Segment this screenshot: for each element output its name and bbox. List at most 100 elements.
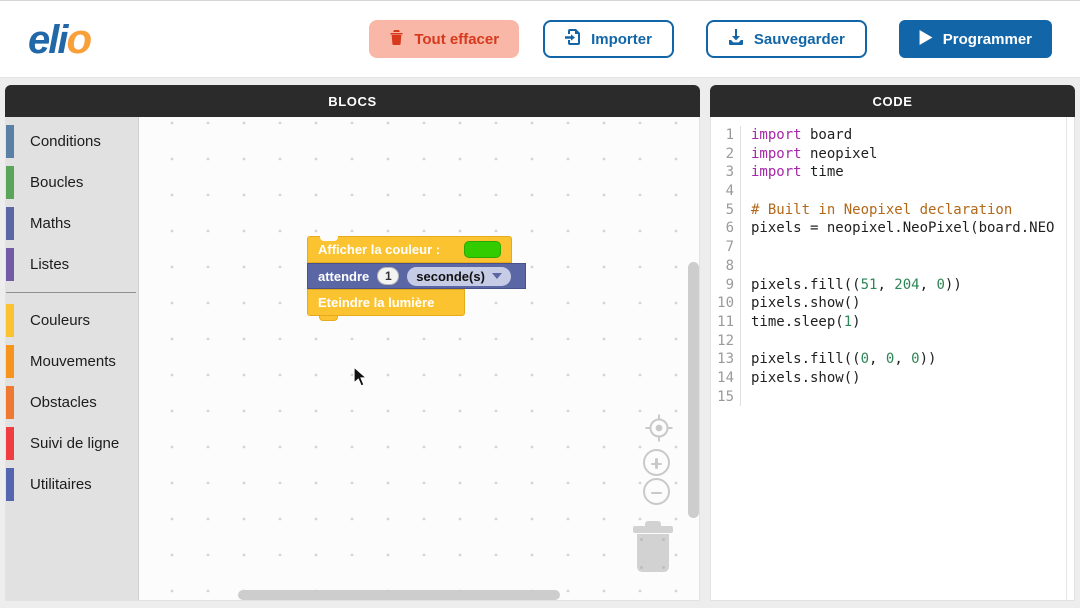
zoom-out-button[interactable] bbox=[643, 478, 670, 505]
category-color-bar bbox=[6, 427, 14, 460]
download-icon bbox=[728, 29, 744, 49]
toolbox-category-couleurs[interactable]: Couleurs bbox=[6, 300, 138, 341]
toolbox-category-maths[interactable]: Maths bbox=[6, 203, 138, 244]
play-icon bbox=[919, 29, 933, 49]
code-text: pixels.fill((0, 0, 0)) bbox=[751, 351, 937, 368]
file-import-icon bbox=[565, 29, 581, 49]
code-text: pixels = neopixel.NeoPixel(board.NEO bbox=[751, 220, 1055, 237]
code-text bbox=[741, 388, 751, 407]
clear-all-button[interactable]: Tout effacer bbox=[369, 20, 520, 58]
category-color-bar bbox=[6, 304, 14, 337]
category-color-bar bbox=[6, 125, 14, 158]
save-label: Sauvegarder bbox=[753, 30, 845, 48]
workspace-horizontal-scrollbar[interactable] bbox=[238, 590, 560, 600]
code-text bbox=[741, 332, 751, 351]
app-header: elio Tout effacer Importer Sauvegarder P… bbox=[0, 0, 1080, 78]
category-color-bar bbox=[6, 207, 14, 240]
line-number: 8 bbox=[711, 256, 741, 276]
block-wait-label: attendre bbox=[318, 268, 370, 284]
code-line: 14 pixels.show() bbox=[711, 368, 1074, 388]
program-label: Programmer bbox=[942, 30, 1032, 48]
code-panel-header: CODE bbox=[710, 85, 1075, 117]
code-text: import board bbox=[751, 127, 853, 143]
toolbox-category-conditions[interactable]: Conditions bbox=[6, 121, 138, 162]
trash-can-icon bbox=[637, 534, 669, 572]
code-text: time.sleep(1) bbox=[751, 313, 861, 330]
category-label: Mouvements bbox=[30, 353, 116, 370]
code-scrollbar-track bbox=[1066, 117, 1074, 600]
workspace-vertical-scrollbar[interactable] bbox=[688, 262, 699, 518]
category-label: Utilitaires bbox=[30, 476, 92, 493]
category-label: Couleurs bbox=[30, 312, 91, 329]
import-label: Importer bbox=[591, 30, 652, 48]
toolbox-category-suivi-de-ligne[interactable]: Suivi de ligne bbox=[6, 423, 138, 464]
line-number: 1 bbox=[711, 126, 741, 145]
blocks-panel-title: BLOCS bbox=[328, 93, 377, 109]
save-button[interactable]: Sauvegarder bbox=[705, 20, 867, 58]
program-button[interactable]: Programmer bbox=[898, 20, 1052, 58]
code-text bbox=[741, 182, 751, 201]
code-line: 5 # Built in Neopixel declaration bbox=[711, 200, 1074, 220]
wait-value-field[interactable]: 1 bbox=[377, 267, 400, 285]
code-text: # Built in Neopixel declaration bbox=[751, 201, 1013, 218]
category-label: Maths bbox=[30, 215, 71, 232]
code-text: pixels.show() bbox=[751, 369, 861, 386]
line-number: 5 bbox=[711, 200, 741, 220]
toolbox-category-listes[interactable]: Listes bbox=[6, 244, 138, 285]
category-label: Conditions bbox=[30, 133, 101, 150]
workspace[interactable]: Afficher la couleur : attendre 1 seconde… bbox=[139, 117, 699, 600]
line-number: 3 bbox=[711, 163, 741, 183]
code-line: 15 bbox=[711, 387, 1074, 407]
import-button[interactable]: Importer bbox=[543, 20, 674, 58]
block-show-color-label: Afficher la couleur : bbox=[318, 242, 441, 257]
toolbox-category-utilitaires[interactable]: Utilitaires bbox=[6, 464, 138, 505]
elio-logo: elio bbox=[28, 15, 92, 62]
code-text bbox=[741, 257, 751, 276]
toolbox-category-mouvements[interactable]: Mouvements bbox=[6, 341, 138, 382]
block-top-notch bbox=[320, 235, 338, 241]
block-show-color[interactable]: Afficher la couleur : bbox=[307, 236, 512, 263]
color-swatch[interactable] bbox=[464, 241, 501, 258]
wait-unit-dropdown[interactable]: seconde(s) bbox=[407, 266, 511, 286]
code-line: 1 import board bbox=[711, 126, 1074, 145]
block-turn-off-label: Eteindre la lumière bbox=[318, 295, 435, 310]
line-number: 6 bbox=[711, 219, 741, 239]
code-line: 7 bbox=[711, 238, 1074, 257]
toolbox-category-boucles[interactable]: Boucles bbox=[6, 162, 138, 203]
category-color-bar bbox=[6, 468, 14, 501]
line-number: 12 bbox=[711, 331, 741, 351]
block-wait[interactable]: attendre 1 seconde(s) bbox=[307, 263, 526, 289]
category-label: Boucles bbox=[30, 174, 84, 191]
code-panel-title: CODE bbox=[872, 93, 913, 109]
line-number: 15 bbox=[711, 387, 741, 407]
line-number: 2 bbox=[711, 144, 741, 164]
category-color-bar bbox=[6, 166, 14, 199]
clear-all-label: Tout effacer bbox=[414, 30, 500, 48]
line-number: 7 bbox=[711, 238, 741, 257]
workspace-trash-can[interactable] bbox=[633, 521, 673, 575]
zoom-in-button[interactable] bbox=[643, 449, 670, 476]
category-color-bar bbox=[6, 345, 14, 378]
category-color-bar bbox=[6, 386, 14, 419]
code-text: import time bbox=[751, 164, 844, 181]
crosshair-icon bbox=[645, 414, 673, 442]
logo-accent: o bbox=[66, 15, 92, 62]
code-text: pixels.show() bbox=[751, 295, 861, 312]
block-turn-off-light[interactable]: Eteindre la lumière bbox=[307, 289, 465, 316]
line-number: 14 bbox=[711, 368, 741, 388]
line-number: 11 bbox=[711, 312, 741, 332]
header-actions: Tout effacer Importer Sauvegarder Progra… bbox=[369, 20, 1052, 58]
code-line: 4 bbox=[711, 182, 1074, 201]
zoom-reset-button[interactable] bbox=[644, 413, 674, 443]
toolbox-category-obstacles[interactable]: Obstacles bbox=[6, 382, 138, 423]
line-number: 4 bbox=[711, 182, 741, 201]
